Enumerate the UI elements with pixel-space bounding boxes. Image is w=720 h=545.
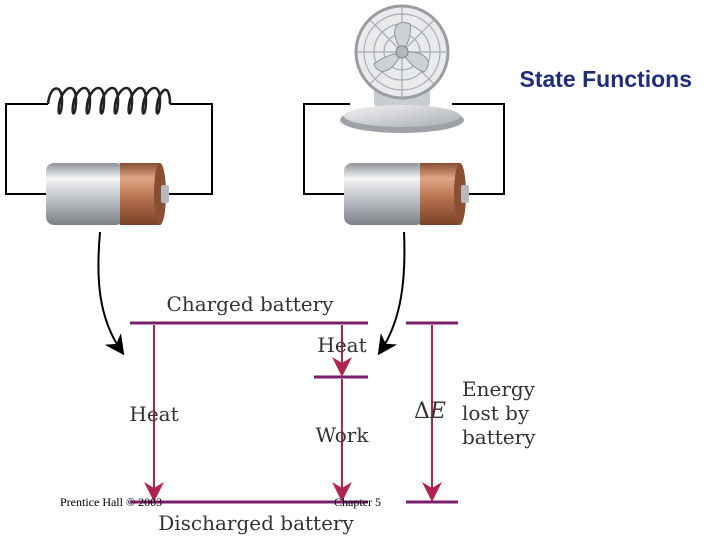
work-label: Work xyxy=(316,423,370,447)
discharged-battery-label: Discharged battery xyxy=(158,511,354,535)
energy-lost-line2: lost by xyxy=(462,401,530,425)
delta-e-label: ΔE xyxy=(414,399,446,424)
right-circuit-wires xyxy=(303,103,505,195)
heating-coil-icon xyxy=(46,86,172,115)
fan-icon xyxy=(340,4,464,133)
left-circuit-wires xyxy=(5,103,213,195)
charged-battery-label: Charged battery xyxy=(167,292,335,316)
curved-arrow-left xyxy=(97,231,125,356)
heat-label-right: Heat xyxy=(317,333,366,357)
heat-label-left: Heat xyxy=(129,402,178,426)
delta-variable: E xyxy=(429,399,446,424)
energy-lost-line3: battery xyxy=(462,425,536,449)
delta-symbol: Δ xyxy=(414,399,430,424)
energy-lost-line1: Energy xyxy=(462,377,536,401)
slide-title: State Functions xyxy=(519,66,692,92)
curved-arrow-right xyxy=(377,231,406,356)
footer-chapter: Chapter 5 xyxy=(334,495,381,509)
battery-icon xyxy=(344,163,469,225)
battery-icon xyxy=(46,163,169,225)
footer-copyright: Prentice Hall © 2003 xyxy=(60,495,163,509)
